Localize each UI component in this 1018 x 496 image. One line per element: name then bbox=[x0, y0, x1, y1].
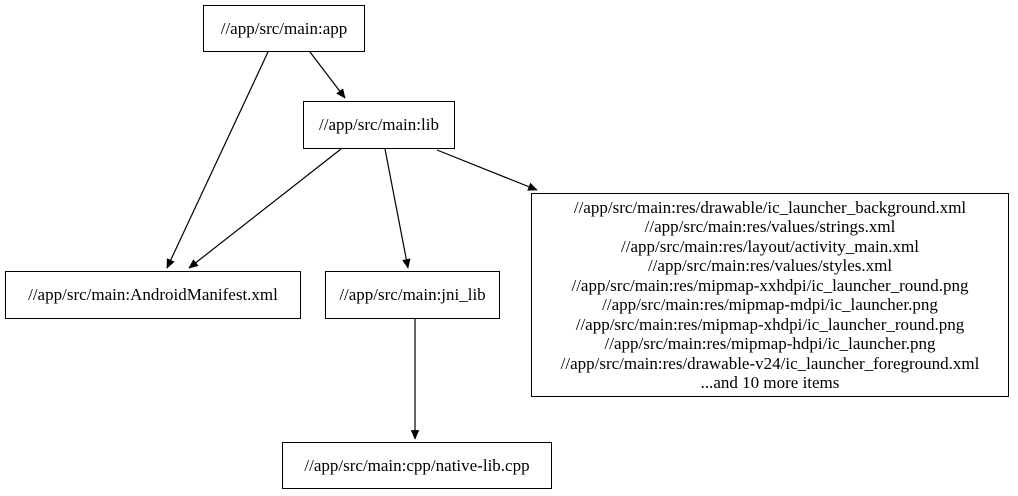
edge-app-to-lib bbox=[309, 51, 346, 99]
res-item: //app/src/main:res/drawable-v24/ic_launc… bbox=[560, 353, 980, 373]
node-android-manifest: //app/src/main:AndroidManifest.xml bbox=[5, 271, 301, 319]
res-more-items: ...and 10 more items bbox=[700, 373, 840, 392]
node-lib-label: //app/src/main:lib bbox=[319, 115, 439, 134]
node-jni-lib: //app/src/main:jni_lib bbox=[325, 271, 500, 319]
node-jni-lib-label: //app/src/main:jni_lib bbox=[339, 285, 486, 304]
res-item: //app/src/main:res/drawable/ic_launcher_… bbox=[573, 197, 967, 217]
edge-lib-to-manifest bbox=[188, 148, 342, 269]
res-item: //app/src/main:res/mipmap-mdpi/ic_launch… bbox=[602, 295, 938, 314]
res-item: //app/src/main:res/values/styles.xml bbox=[647, 256, 893, 275]
edge-lib-to-res bbox=[436, 149, 538, 191]
edge-app-to-manifest bbox=[166, 51, 269, 269]
res-item: //app/src/main:res/mipmap-xhdpi/ic_launc… bbox=[575, 314, 965, 334]
node-native-lib-cpp-label: //app/src/main:cpp/native-lib.cpp bbox=[304, 455, 530, 475]
res-item: //app/src/main:res/values/strings.xml bbox=[644, 217, 896, 236]
node-app-label: //app/src/main:app bbox=[220, 18, 348, 38]
node-app: //app/src/main:app bbox=[203, 5, 365, 52]
edge-lib-to-jnilib bbox=[384, 148, 411, 269]
res-item: //app/src/main:res/layout/activity_main.… bbox=[621, 236, 919, 256]
res-item: //app/src/main:res/mipmap-xxhdpi/ic_laun… bbox=[571, 275, 969, 295]
node-native-lib-cpp: //app/src/main:cpp/native-lib.cpp bbox=[282, 442, 552, 489]
res-item: //app/src/main:res/mipmap-hdpi/ic_launch… bbox=[604, 334, 936, 353]
node-lib: //app/src/main:lib bbox=[303, 101, 455, 149]
node-android-manifest-label: //app/src/main:AndroidManifest.xml bbox=[28, 285, 278, 304]
node-res-group: //app/src/main:res/drawable/ic_launcher_… bbox=[531, 193, 1009, 397]
